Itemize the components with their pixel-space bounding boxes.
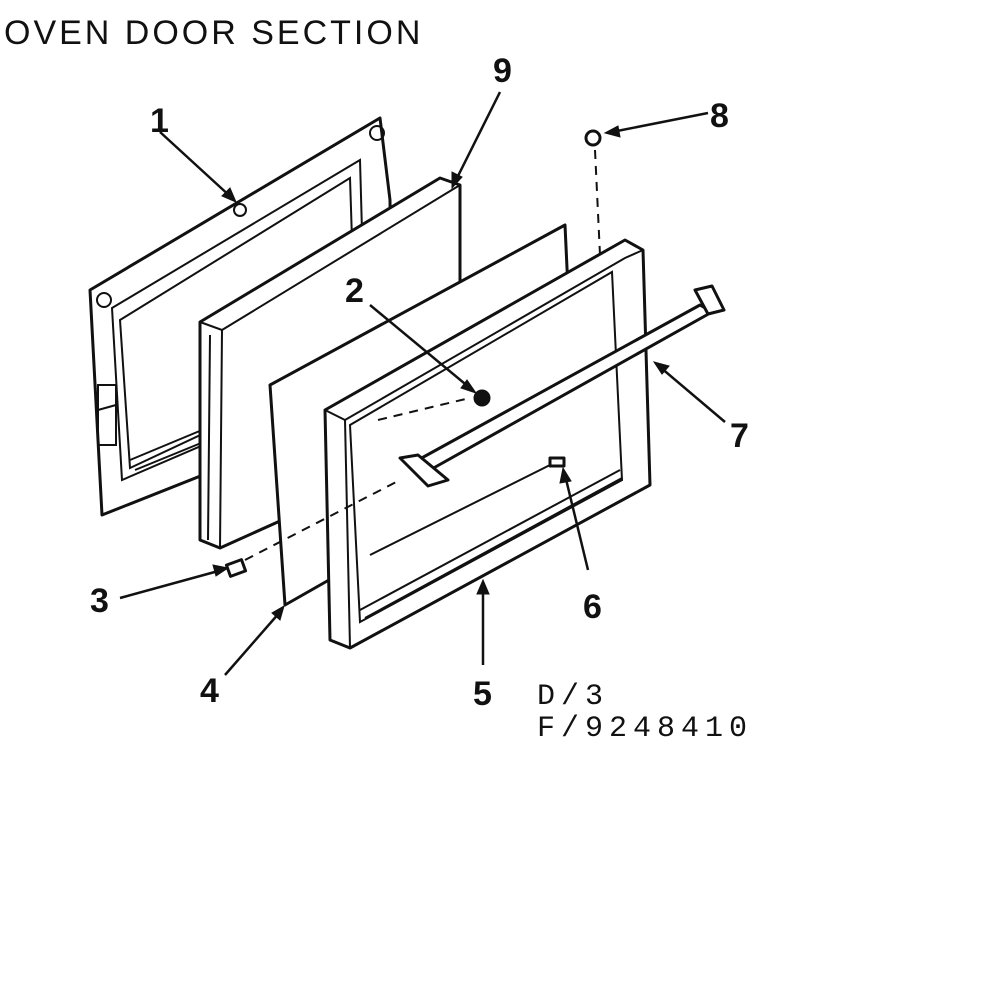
part-3-screw: [224, 558, 248, 578]
callout-4: 4: [200, 672, 219, 710]
callout-7: 7: [730, 417, 749, 455]
part-2-plug: [473, 389, 491, 407]
callout-8: 8: [710, 97, 729, 135]
callout-9: 9: [493, 52, 512, 90]
drawing-code-line-1: D/3: [537, 680, 610, 714]
callout-1: 1: [150, 102, 169, 140]
callout-6: 6: [583, 588, 602, 626]
diagram-title: OVEN DOOR SECTION: [4, 14, 424, 52]
part-6-clip: [548, 456, 566, 468]
callout-3: 3: [90, 582, 109, 620]
part-8-screw: [584, 129, 602, 256]
drawing-code-line-2: F/9248410: [537, 712, 754, 746]
callout-numbers: 1 2 3 4 5 6 7 8 9: [90, 52, 749, 713]
part-7-door-handle: [398, 284, 726, 488]
part-5-outer-door-frame: [323, 238, 652, 650]
leader-lines: [119, 91, 726, 676]
callout-5: 5: [473, 675, 492, 713]
callout-2: 2: [345, 272, 364, 310]
